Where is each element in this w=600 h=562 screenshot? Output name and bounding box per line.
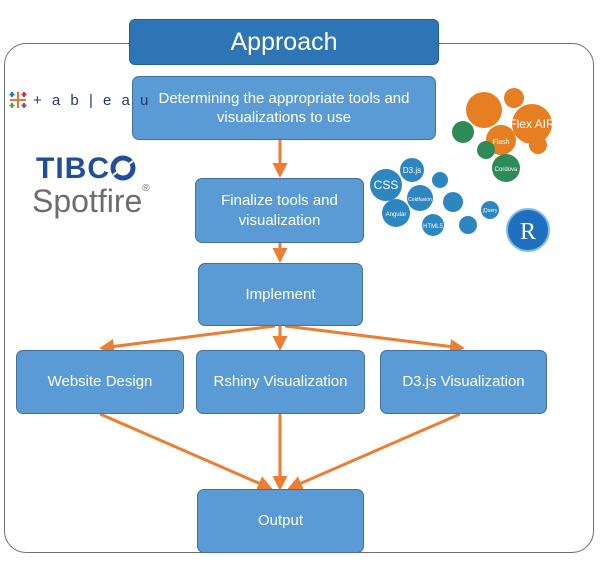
bubble-d3js xyxy=(400,158,424,182)
bubble-cordova-label: Cordova xyxy=(495,167,518,173)
tableau-cross-icon xyxy=(9,92,27,108)
arrow-implement-website xyxy=(99,324,276,354)
bubble-coldfusion xyxy=(407,185,433,211)
bubble-coldfusion-label: Coldfusion xyxy=(408,197,432,203)
bubble-flash-label: Flash xyxy=(492,139,509,146)
spotfire-logo: Spotfire® xyxy=(32,183,150,219)
arrow-d3-output xyxy=(287,412,461,491)
tableau-logo: + a b | e a u xyxy=(8,90,151,110)
bubble-html5-label: HTML5 xyxy=(423,224,443,230)
r-logo-icon xyxy=(507,209,549,251)
bubble-actionscript xyxy=(466,92,502,128)
bubble-cordova xyxy=(492,154,520,182)
node-output: Output xyxy=(197,489,364,553)
bubble-green-2 xyxy=(477,141,495,159)
arrow-implement-d3 xyxy=(284,324,465,354)
tibco-o-icon xyxy=(110,155,136,181)
bubble-small-orange-2 xyxy=(529,136,547,154)
bubble-jquery-label: jQuery xyxy=(482,208,498,214)
node-determine: Determining the appropriate tools and vi… xyxy=(132,76,436,140)
bubble-d3js-label: D3.js xyxy=(403,166,421,175)
node-website-design: Website Design xyxy=(16,350,184,414)
tibco-wordmark: TIBC xyxy=(36,152,110,185)
approach-title: Approach xyxy=(129,19,439,65)
bubble-css xyxy=(370,169,402,201)
tibco-logo: TIBC xyxy=(36,152,136,186)
r-logo-letter: R xyxy=(520,219,536,245)
bubble-green-1 xyxy=(452,121,474,143)
bubble-css-label: CSS xyxy=(374,178,399,192)
node-rshiny: Rshiny Visualization xyxy=(196,350,365,414)
bubble-flexair-label: Flex AIR xyxy=(509,117,555,131)
bubble-angular-label: Angular xyxy=(386,212,407,218)
spotfire-wordmark: Spotfire xyxy=(32,183,143,219)
tech-bubble-cloud: Flex AIR Flash Cordova CSS D3.js Coldfus… xyxy=(370,88,555,252)
bubble-blue-small-3 xyxy=(432,172,448,188)
node-d3: D3.js Visualization xyxy=(380,350,547,414)
bubble-blue-small-2 xyxy=(459,216,477,234)
bubble-angular xyxy=(382,199,410,227)
arrow-website-output xyxy=(99,412,273,491)
tableau-wordmark: + a b | e a u xyxy=(33,91,152,109)
node-implement: Implement xyxy=(198,263,363,326)
node-finalize: Finalize tools and visualization xyxy=(195,178,364,243)
bubble-small-orange-1 xyxy=(504,88,524,108)
bubble-html5 xyxy=(422,214,444,236)
bubble-jquery xyxy=(481,201,499,219)
bubble-blue-small-1 xyxy=(443,192,463,212)
bubble-flexair xyxy=(512,104,552,144)
